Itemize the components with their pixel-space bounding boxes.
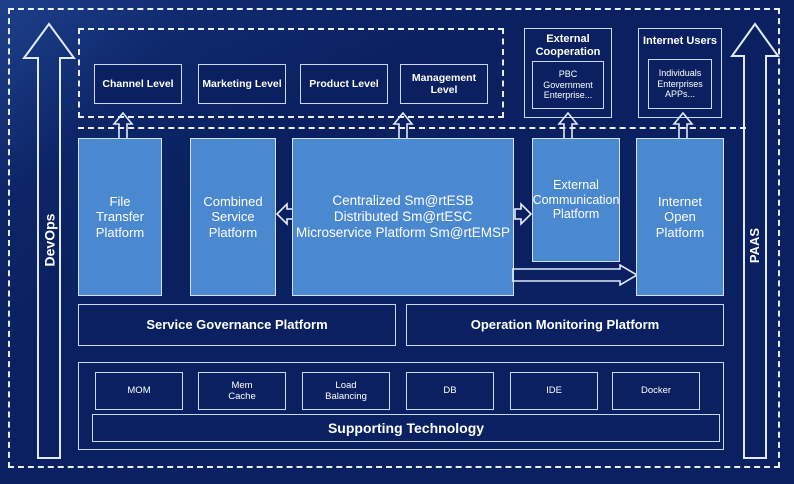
tech-label-mom: MOM bbox=[127, 385, 151, 397]
internet-users-body: Individuals Enterprises APPs... bbox=[657, 68, 703, 100]
level-label-product: Product Level bbox=[309, 77, 379, 90]
connector-up-arrow-esb bbox=[392, 112, 414, 140]
platform-external-communication-line3: Platform bbox=[552, 207, 600, 222]
tech-label-load-balancing-line2: Balancing bbox=[325, 391, 367, 402]
supporting-technology-bar[interactable]: Supporting Technology bbox=[92, 414, 720, 442]
connector-up-arrow-file-transfer bbox=[112, 112, 134, 140]
internet-users-body-box: Individuals Enterprises APPs... bbox=[648, 59, 712, 109]
platform-file-transfer-line1: File bbox=[109, 194, 131, 209]
business-levels-group bbox=[78, 28, 504, 118]
tech-box-ide[interactable]: IDE bbox=[510, 372, 598, 410]
platform-esb[interactable]: Centralized Sm@rtESB Distributed Sm@rtES… bbox=[292, 138, 514, 296]
tech-box-mem-cache[interactable]: Mem Cache bbox=[198, 372, 286, 410]
bar-service-governance[interactable]: Service Governance Platform bbox=[78, 304, 396, 346]
tier-separator-line bbox=[78, 127, 746, 129]
tech-label-ide: IDE bbox=[546, 385, 562, 397]
paas-arrow bbox=[730, 22, 780, 460]
bar-operation-monitoring[interactable]: Operation Monitoring Platform bbox=[406, 304, 724, 346]
tech-label-docker: Docker bbox=[640, 385, 672, 397]
tech-box-mom[interactable]: MOM bbox=[95, 372, 183, 410]
external-cooperation-body: PBC Government Enterprise... bbox=[543, 69, 593, 101]
platform-external-communication[interactable]: External Communication Platform bbox=[532, 138, 620, 262]
platform-internet-open-line2: Open bbox=[664, 209, 696, 225]
connector-up-arrow-external-comm bbox=[557, 112, 579, 140]
tech-label-load-balancing-line1: Load bbox=[335, 379, 357, 391]
paas-arrow-label-wrap: PAAS bbox=[728, 205, 782, 285]
platform-esb-line2: Distributed Sm@rtESC bbox=[333, 209, 473, 225]
arrow-esb-to-internet-open bbox=[511, 263, 639, 288]
bar-operation-monitoring-label: Operation Monitoring Platform bbox=[470, 317, 660, 333]
external-cooperation-title: External Cooperation bbox=[535, 33, 601, 59]
level-label-channel: Channel Level bbox=[102, 77, 174, 90]
platform-file-transfer-line3: Platform bbox=[95, 224, 145, 240]
devops-label: DevOps bbox=[40, 213, 57, 267]
paas-label: PAAS bbox=[747, 227, 763, 263]
platform-esb-line1: Centralized Sm@rtESB bbox=[332, 193, 474, 209]
platform-combined-service-line2: Service bbox=[211, 209, 255, 225]
arrow-esb-to-external-comm bbox=[514, 200, 533, 228]
tech-box-load-balancing[interactable]: Load Balancing bbox=[302, 372, 390, 410]
tech-box-docker[interactable]: Docker bbox=[612, 372, 700, 410]
tech-label-db: DB bbox=[443, 385, 457, 397]
tech-label-mem-cache-line1: Mem bbox=[231, 379, 253, 391]
level-label-management: Management Level bbox=[411, 71, 477, 96]
tech-box-db[interactable]: DB bbox=[406, 372, 494, 410]
platform-external-communication-line1: External bbox=[553, 177, 599, 192]
platform-internet-open[interactable]: Internet Open Platform bbox=[636, 138, 724, 296]
external-cooperation-body-box: PBC Government Enterprise... bbox=[532, 61, 604, 109]
platform-combined-service[interactable]: Combined Service Platform bbox=[190, 138, 276, 296]
internet-users-title: Internet Users bbox=[643, 35, 717, 47]
platform-combined-service-line3: Platform bbox=[208, 224, 258, 240]
platform-file-transfer[interactable]: File Transfer Platform bbox=[78, 138, 162, 296]
level-label-marketing: Marketing Level bbox=[202, 77, 282, 90]
devops-arrow bbox=[22, 22, 76, 460]
devops-arrow-label-wrap: DevOps bbox=[22, 200, 76, 280]
connector-up-arrow-internet-open bbox=[672, 112, 694, 140]
bar-service-governance-label: Service Governance Platform bbox=[146, 317, 328, 333]
platform-internet-open-line1: Internet bbox=[657, 194, 703, 209]
tech-label-mem-cache-line2: Cache bbox=[228, 391, 256, 402]
platform-external-communication-line2: Communication bbox=[532, 192, 620, 207]
platform-file-transfer-line2: Transfer bbox=[96, 209, 144, 225]
platform-combined-service-line1: Combined bbox=[203, 194, 263, 209]
platform-internet-open-line3: Platform bbox=[655, 224, 705, 240]
outer-dashed-frame bbox=[8, 8, 780, 468]
supporting-technology-label: Supporting Technology bbox=[327, 419, 485, 436]
level-box-management[interactable]: Management Level bbox=[400, 64, 488, 104]
level-box-channel[interactable]: Channel Level bbox=[94, 64, 182, 104]
level-box-product[interactable]: Product Level bbox=[300, 64, 388, 104]
platform-esb-line3: Microservice Platform Sm@rtEMSP bbox=[296, 224, 510, 240]
level-box-marketing[interactable]: Marketing Level bbox=[198, 64, 286, 104]
